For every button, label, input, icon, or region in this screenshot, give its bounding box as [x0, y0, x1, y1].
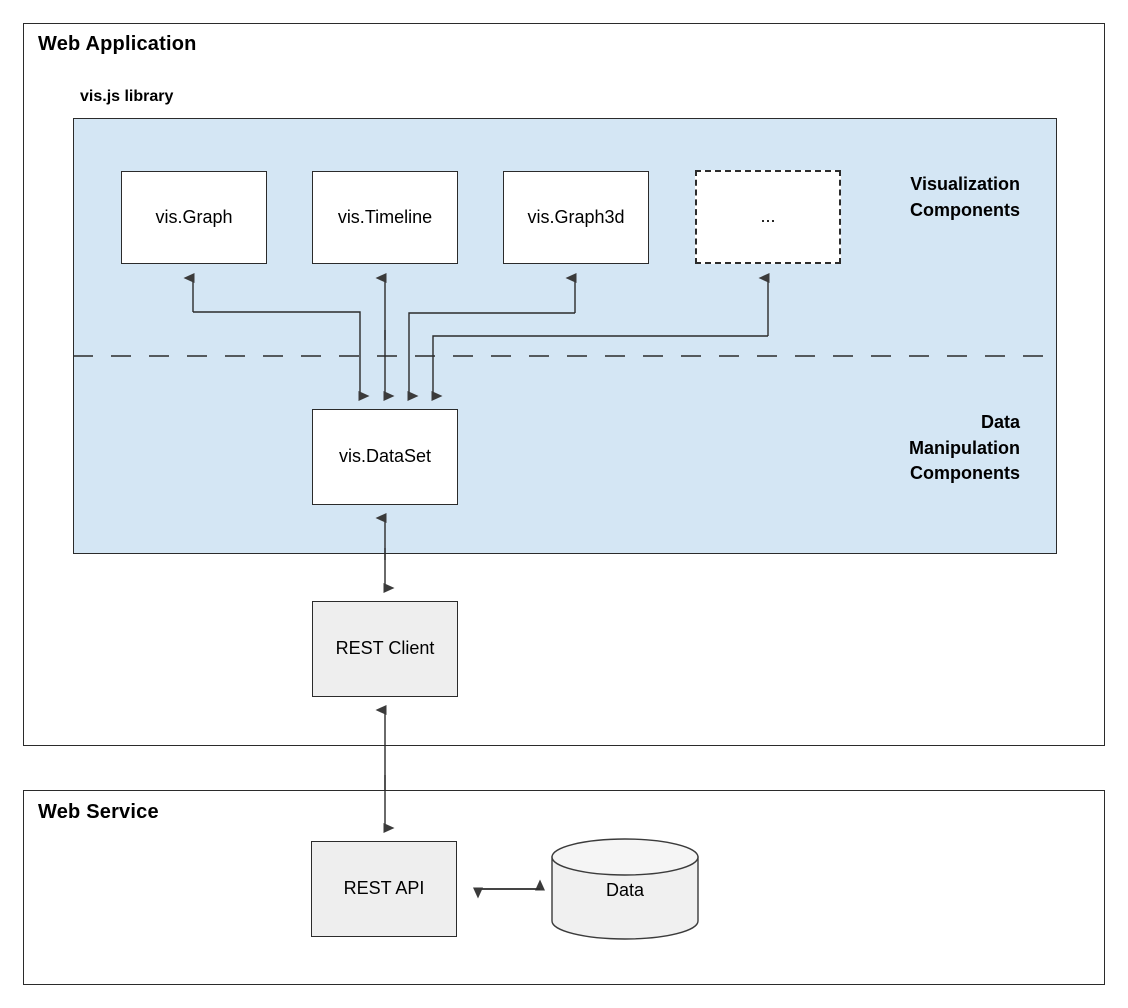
connector-dataset-more-route — [431, 335, 768, 401]
node-vis-dataset[interactable]: vis.DataSet — [312, 409, 458, 505]
visjs-library-label: vis.js library — [80, 88, 174, 105]
web-service-title: Web Service — [38, 801, 159, 823]
node-vis-graph[interactable]: vis.Graph — [121, 171, 267, 264]
web-application-title: Web Application — [38, 33, 197, 55]
node-more-components[interactable]: ... — [695, 170, 841, 264]
node-rest-client[interactable]: REST Client — [312, 601, 458, 697]
visualization-components-label: Visualization Components — [910, 174, 1020, 220]
node-vis-timeline[interactable]: vis.Timeline — [312, 171, 458, 264]
node-rest-api[interactable]: REST API — [311, 841, 457, 937]
connector-dataset-graph-route — [193, 311, 370, 401]
data-manipulation-components-label: Data Manipulation Components — [909, 412, 1020, 484]
datastore-label: Data — [605, 880, 645, 900]
connector-dataset-graph3d-route — [407, 312, 575, 401]
node-vis-graph3d[interactable]: vis.Graph3d — [503, 171, 649, 264]
datastore-cylinder — [551, 838, 699, 940]
